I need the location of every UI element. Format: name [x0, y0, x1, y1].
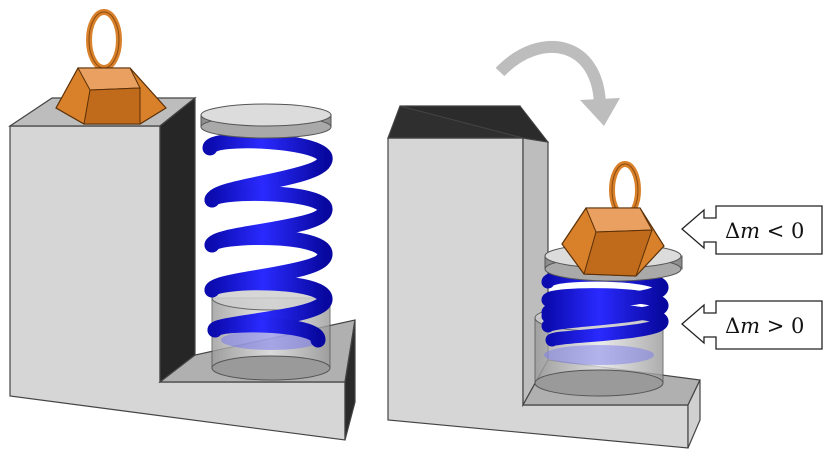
- right-assembly: [387, 105, 701, 449]
- callout-upper: Δm < 0: [681, 205, 823, 255]
- left-top-plate: [200, 103, 332, 139]
- transition-arrow: [495, 41, 620, 126]
- left-spring: [202, 133, 333, 348]
- callout-lower: Δm > 0: [681, 300, 823, 350]
- left-weight: [55, 9, 167, 125]
- callout-lower-label: Δm > 0: [725, 314, 804, 338]
- left-assembly: [8, 9, 356, 441]
- callout-upper-label: Δm < 0: [725, 219, 804, 243]
- right-weight: [561, 161, 665, 277]
